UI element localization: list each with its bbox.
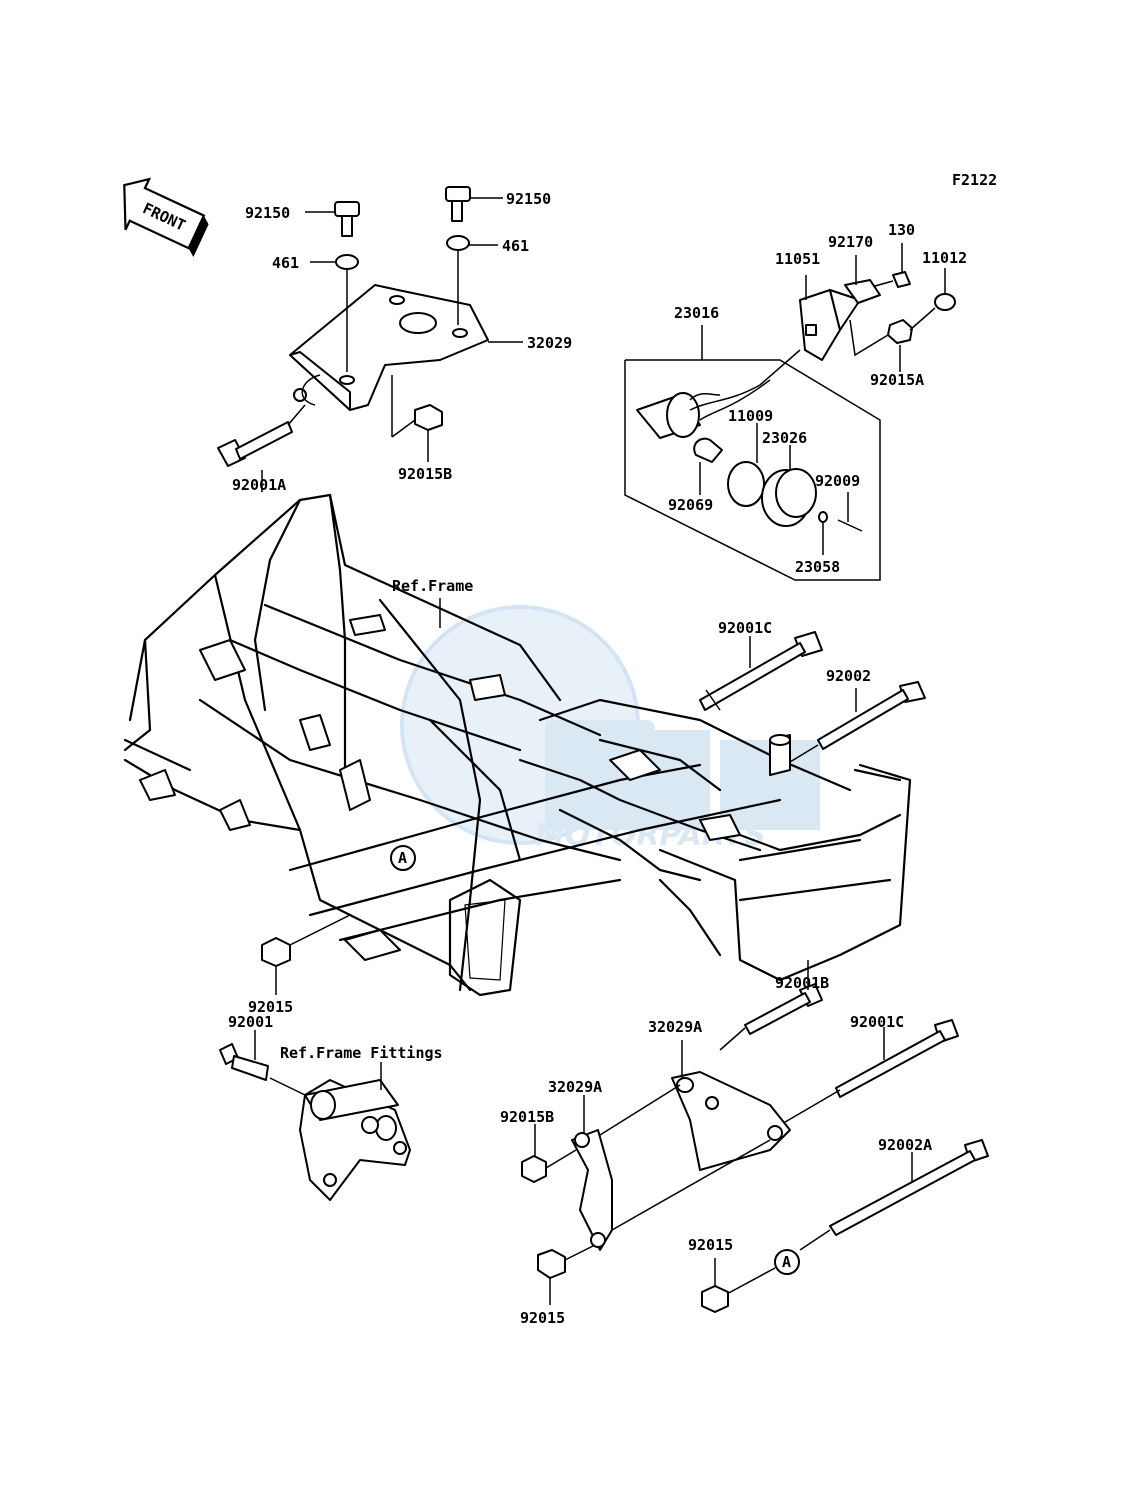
bolt-92002a [799, 1139, 989, 1251]
label-92170: 92170 [828, 233, 873, 251]
label-32029: 32029 [527, 334, 572, 352]
label-461-left: 461 [272, 254, 299, 272]
bracket-32029-group: 92150 461 92150 461 32029 [217, 186, 572, 494]
nut-92015a [887, 319, 913, 344]
label-92001b: 92001B [775, 974, 829, 992]
label-92002a: 92002A [878, 1136, 932, 1154]
ref-frame-fitting [219, 1030, 411, 1201]
marker-a-frame [390, 845, 416, 871]
label-92069: 92069 [668, 496, 713, 514]
nut-11012 [934, 268, 956, 311]
bolt-92001c-bottom [779, 1019, 959, 1126]
label-92001: 92001 [228, 1013, 273, 1031]
nut-92015b-top [414, 404, 443, 431]
label-92001c-top: 92001C [718, 619, 772, 637]
lens-23026 [761, 468, 817, 527]
plate-32029a-upper [671, 1040, 791, 1171]
label-92009: 92009 [815, 472, 860, 490]
label-92015a: 92015A [870, 371, 924, 389]
bulb-92069 [693, 437, 723, 463]
nut-92015-left [261, 937, 291, 967]
label-32029a-mid: 32029A [548, 1078, 602, 1096]
bolt-92150-right [445, 186, 503, 222]
washer-461-right [446, 235, 470, 251]
label-11051: 11051 [775, 250, 820, 268]
label-461-right: 461 [502, 237, 529, 255]
bolt-92001a [217, 421, 293, 467]
label-23016: 23016 [674, 304, 719, 322]
label-92015b-bottom: 92015B [500, 1108, 554, 1126]
nut-92015-mid [537, 1249, 566, 1279]
headlight-kit-outline [624, 359, 881, 581]
plate-32029 [289, 284, 489, 411]
bolt-92150-left [305, 201, 360, 237]
headlight-socket [636, 349, 801, 439]
front-arrow-icon: FRONT [123, 177, 209, 258]
main-frame: A [123, 493, 912, 997]
label-23058: 23058 [795, 558, 840, 576]
bracket-11051 [799, 289, 861, 361]
label-92150-left: 92150 [245, 204, 290, 222]
label-92015-left: 92015 [248, 998, 293, 1016]
label-ref-frame: Ref.Frame [392, 577, 473, 595]
label-11012: 11012 [922, 249, 967, 267]
nut-92015-right [701, 1285, 729, 1313]
marker-a-bolt [774, 1249, 800, 1275]
label-92001a: 92001A [232, 476, 286, 494]
washer-23058 [818, 511, 828, 523]
ring-11009 [727, 461, 765, 507]
marker-a-bolt-label: A [782, 1253, 791, 1271]
bolt-92002 [789, 681, 926, 763]
label-130: 130 [888, 221, 915, 239]
label-92001c-bottom: 92001C [850, 1013, 904, 1031]
label-32029a-top: 32029A [648, 1018, 702, 1036]
watermark-letter-e [640, 730, 710, 830]
nut-92015b-bottom [521, 1155, 547, 1183]
label-92015-mid: 92015 [520, 1309, 565, 1327]
label-ref-frame-fittings: Ref.Frame Fittings [280, 1044, 443, 1062]
figure-code: F2122 [952, 171, 997, 189]
washer-461-left [335, 254, 359, 270]
label-92150-right: 92150 [506, 190, 551, 208]
plate-32029a-lower [571, 1084, 771, 1251]
label-92002: 92002 [826, 667, 871, 685]
bolt-130 [874, 271, 911, 288]
screw-92009 [837, 519, 863, 532]
marker-a-frame-label: A [398, 849, 407, 867]
bracket-92170 [844, 279, 881, 304]
watermark: MOTORPARTS [400, 605, 820, 853]
label-92015-right: 92015 [688, 1236, 733, 1254]
label-92015b-top: 92015B [398, 465, 452, 483]
bolt-92001c-top [699, 631, 823, 711]
bolt-92001b [719, 960, 823, 1051]
label-11009: 11009 [728, 407, 773, 425]
label-23026: 23026 [762, 429, 807, 447]
headlight-assembly: 23016 11051 92170 130 11012 92015A [624, 221, 967, 581]
